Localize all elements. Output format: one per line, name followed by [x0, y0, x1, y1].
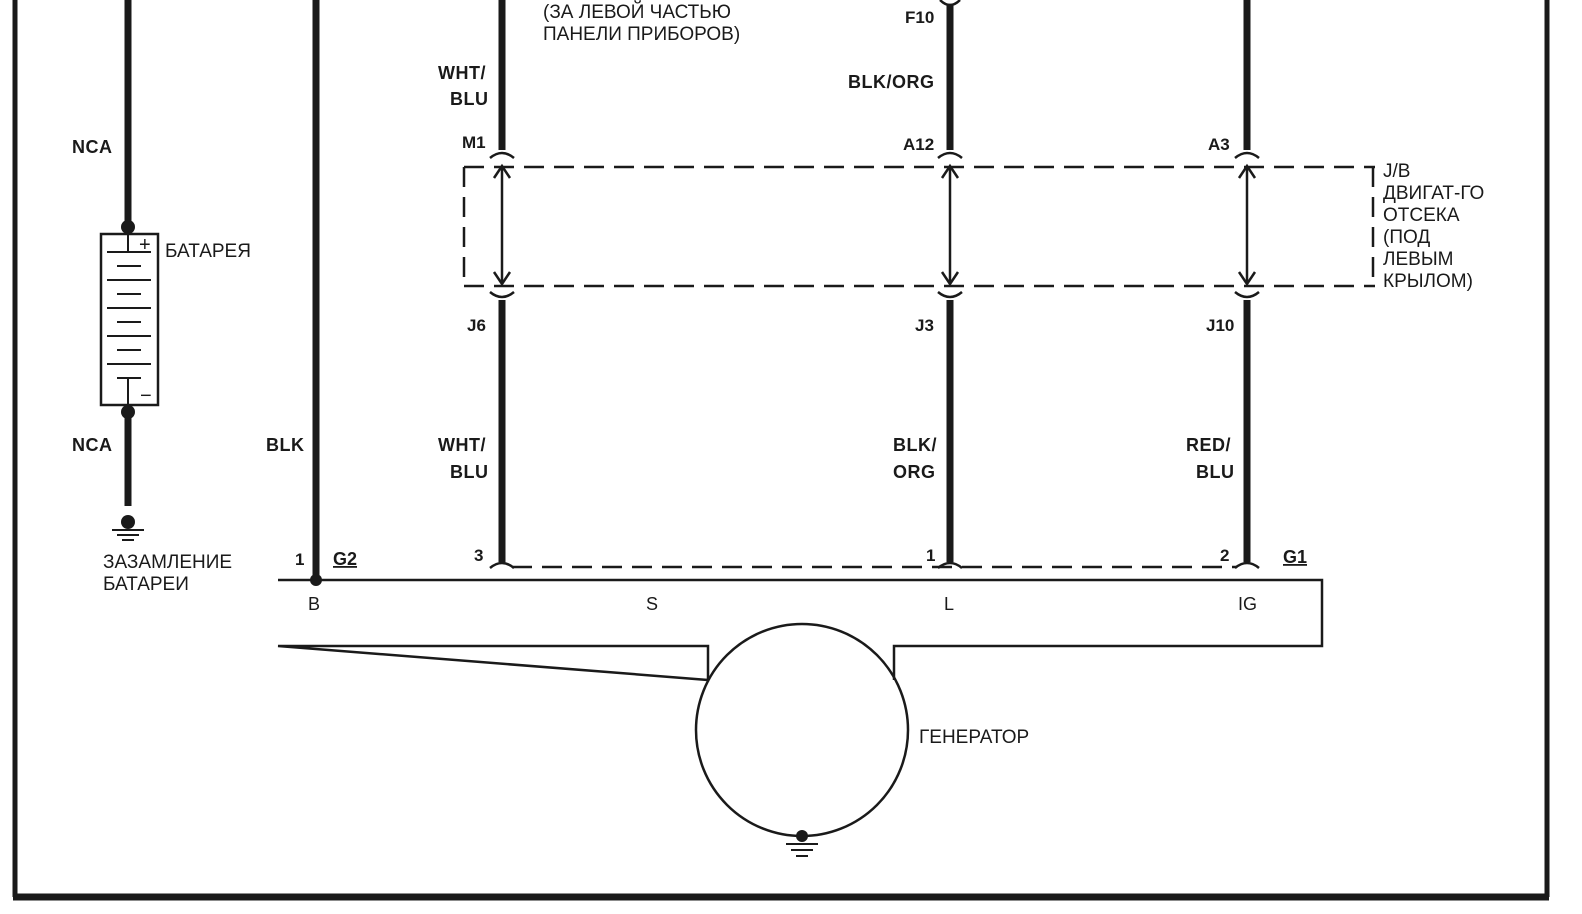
s-terminal-circuit: WHT/ BLU M1 J6 WHT/ BLU 3	[438, 0, 515, 569]
junction-box-label-line6: КРЫЛОМ)	[1383, 271, 1473, 292]
page-frame	[12, 0, 1550, 901]
connector-j3-symbol	[937, 291, 963, 299]
pin-m1: M1	[462, 133, 486, 152]
wire-color-l-bottom-line2: ORG	[893, 462, 936, 482]
terminal-l: L	[944, 594, 954, 614]
wire-color-nca-top: NCA	[72, 137, 113, 157]
pin-j10: J10	[1206, 316, 1234, 335]
pin-f10: F10	[905, 8, 934, 27]
battery-minus-sign: −	[140, 385, 152, 407]
wire-color-s-bottom-line1: WHT/	[438, 435, 486, 455]
generator-ground-icon	[786, 830, 818, 857]
wire-color-s-top-line2: BLU	[450, 89, 489, 109]
battery-positive-node	[121, 220, 135, 234]
wire-color-s-bottom-line2: BLU	[450, 462, 489, 482]
connector-m1-symbol	[489, 151, 515, 159]
wire-color-s-top-line1: WHT/	[438, 63, 486, 83]
battery-symbol	[99, 232, 160, 407]
battery-plus-sign: +	[139, 234, 151, 256]
ig-terminal-circuit: A3 J10 RED/ BLU 2 G1	[1186, 0, 1307, 569]
battery-label: БАТАРЕЯ	[165, 241, 251, 262]
wire-color-ig-bottom-line2: BLU	[1196, 462, 1235, 482]
connector-j6-symbol	[489, 291, 515, 299]
battery-circuit: + − NCA NCA БАТАРЕЯ ЗАЗАМЛЕНИЕ БАТАРЕИ	[72, 0, 251, 595]
junction-box-label-line2: ДВИГАТ-ГО	[1383, 183, 1484, 204]
junction-box-label-line4: (ПОД	[1383, 227, 1430, 248]
pin-j3: J3	[915, 316, 934, 335]
terminal-b: B	[308, 594, 320, 614]
terminal-ig: IG	[1238, 594, 1257, 614]
wire-color-l-bottom-line1: BLK/	[893, 435, 937, 455]
battery-ground-icon	[112, 515, 144, 541]
b-terminal-circuit: BLK 1 G2	[266, 0, 357, 586]
l-terminal-circuit: F10 BLK/ORG A12 J3 BLK/ ORG 1	[848, 0, 963, 569]
pin-3: 3	[474, 546, 483, 565]
pin-1-g1: 1	[926, 546, 935, 565]
location-note-line2: ПАНЕЛИ ПРИБОРОВ)	[543, 24, 740, 45]
battery-ground-label-line2: БАТАРЕИ	[103, 574, 189, 595]
pin-a3: A3	[1208, 135, 1230, 154]
connector-a12-symbol	[937, 151, 963, 159]
connector-pin2-symbol	[1234, 561, 1260, 569]
connector-g2: G2	[333, 549, 357, 569]
junction-box-label-line5: ЛЕВЫМ	[1383, 249, 1453, 270]
junction-box-label: J/B ДВИГАТ-ГО ОТСЕКА (ПОД ЛЕВЫМ КРЫЛОМ)	[1383, 161, 1484, 292]
junction-box-outline	[462, 165, 1375, 288]
connector-j10-symbol	[1234, 291, 1260, 299]
connector-g1: G1	[1283, 547, 1307, 567]
generator-symbol: B S L IG ГЕНЕРАТОР	[277, 578, 1324, 857]
generator-body-outline	[277, 578, 1324, 682]
wire-color-ig-bottom-line1: RED/	[1186, 435, 1231, 455]
wire-color-nca-bottom: NCA	[72, 435, 113, 455]
terminal-s: S	[646, 594, 658, 614]
connector-pin3-symbol	[489, 561, 515, 569]
generator-label: ГЕНЕРАТОР	[919, 727, 1029, 748]
pin-j6: J6	[467, 316, 486, 335]
pin-1-g2: 1	[295, 550, 304, 569]
junction-box-label-line3: ОТСЕКА	[1383, 205, 1460, 226]
connector-a3-symbol	[1234, 151, 1260, 159]
wire-color-l-top: BLK/ORG	[848, 72, 935, 92]
generator-circle	[694, 622, 910, 838]
pin-a12: A12	[903, 135, 934, 154]
battery-cells	[107, 234, 151, 405]
location-note-line1: (ЗА ЛЕВОЙ ЧАСТЬЮ	[543, 1, 731, 23]
wire-color-blk: BLK	[266, 435, 305, 455]
battery-ground-label-line1: ЗАЗАМЛЕНИЕ	[103, 552, 232, 573]
pin-2: 2	[1220, 546, 1229, 565]
junction-box-label-line1: J/B	[1383, 161, 1410, 182]
